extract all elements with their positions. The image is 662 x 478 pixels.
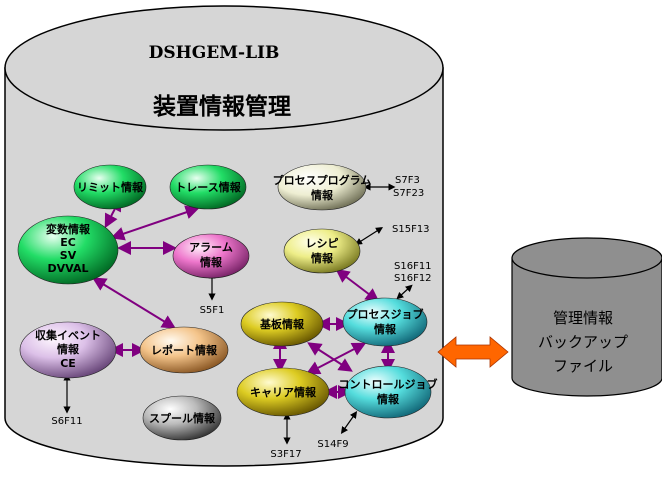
backup-label-line3: ファイル bbox=[553, 357, 613, 375]
node-variable-label-3: SV bbox=[60, 249, 77, 262]
link-recipe-processjob bbox=[335, 268, 380, 303]
node-report-label: レポート情報 bbox=[151, 343, 218, 357]
msg-s16f12: S16F12 bbox=[394, 273, 432, 284]
msg-link-s16f11 bbox=[396, 284, 413, 300]
node-report-info: レポート情報 bbox=[139, 326, 229, 374]
node-collection-event-label-3: CE bbox=[60, 357, 76, 370]
msg-s7f23: S7F23 bbox=[393, 188, 424, 199]
msg-s6f11: S6F11 bbox=[51, 416, 82, 427]
node-substrate-label: 基板情報 bbox=[259, 317, 305, 331]
link-substrate-controljob bbox=[307, 342, 353, 372]
msg-s14f9: S14F9 bbox=[317, 439, 348, 450]
node-variable-label-2: EC bbox=[60, 236, 76, 249]
msg-s7f3: S7F3 bbox=[395, 175, 420, 186]
node-recipe-info: レシピ 情報 bbox=[283, 228, 361, 274]
node-control-job-label-1: コントロールジョブ bbox=[339, 377, 438, 391]
node-variable-label-1: 変数情報 bbox=[46, 222, 91, 236]
diagram-title-en: DSHGEM-LIB bbox=[149, 43, 280, 63]
node-process-job-info: プロセスジョブ 情報 bbox=[342, 297, 428, 347]
backup-label-line1: 管理情報 bbox=[553, 309, 613, 327]
diagram-title-jp: 装置情報管理 bbox=[153, 93, 291, 120]
node-alarm-info: アラーム 情報 bbox=[172, 233, 250, 279]
node-alarm-label-1: アラーム bbox=[189, 241, 233, 254]
node-variable-info: 変数情報 EC SV DVVAL bbox=[17, 215, 119, 285]
node-collection-event-label-1: 収集イベント bbox=[35, 328, 101, 342]
node-substrate-info: 基板情報 bbox=[240, 301, 324, 347]
backup-file-drum bbox=[511, 237, 662, 397]
node-recipe-label-1: レシピ bbox=[306, 237, 339, 250]
msg-s5f1: S5F1 bbox=[200, 305, 225, 316]
node-process-program-label-1: プロセスプログラム bbox=[273, 173, 372, 187]
msg-s3f17: S3F17 bbox=[270, 449, 301, 460]
node-carrier-label: キャリア情報 bbox=[250, 385, 317, 399]
node-process-job-label-2: 情報 bbox=[374, 322, 397, 336]
node-alarm-label-2: 情報 bbox=[200, 255, 223, 269]
msg-link-s14f9 bbox=[340, 411, 358, 434]
node-process-program-info: プロセスプログラム 情報 bbox=[273, 163, 372, 211]
message-links bbox=[63, 183, 413, 445]
msg-link-s15f13 bbox=[354, 227, 384, 245]
link-trace-variable bbox=[110, 205, 200, 241]
node-variable-label-4: DVVAL bbox=[48, 262, 89, 275]
node-control-job-info: コントロールジョブ 情報 bbox=[339, 365, 438, 419]
node-spool-info: スプール情報 bbox=[142, 395, 222, 441]
node-collection-event-info: 収集イベント 情報 CE bbox=[19, 321, 117, 379]
node-trace-info: トレース情報 bbox=[169, 164, 247, 210]
link-variable-report bbox=[92, 277, 176, 329]
msg-s15f13: S15F13 bbox=[392, 224, 430, 235]
node-collection-event-label-2: 情報 bbox=[57, 342, 80, 356]
backup-exchange-arrow bbox=[437, 336, 509, 368]
msg-s16f11: S16F11 bbox=[394, 261, 432, 272]
node-process-job-label-1: プロセスジョブ bbox=[347, 307, 424, 321]
node-spool-label: スプール情報 bbox=[149, 411, 216, 425]
node-limit-label: リミット情報 bbox=[77, 180, 144, 194]
node-control-job-label-2: 情報 bbox=[377, 392, 400, 406]
backup-label-line2: バックアップ bbox=[538, 333, 628, 351]
node-trace-label: トレース情報 bbox=[175, 180, 241, 194]
node-process-program-label-2: 情報 bbox=[311, 188, 334, 202]
node-recipe-label-2: 情報 bbox=[311, 251, 334, 265]
node-carrier-info: キャリア情報 bbox=[236, 367, 330, 417]
node-limit-info: リミット情報 bbox=[73, 164, 147, 210]
